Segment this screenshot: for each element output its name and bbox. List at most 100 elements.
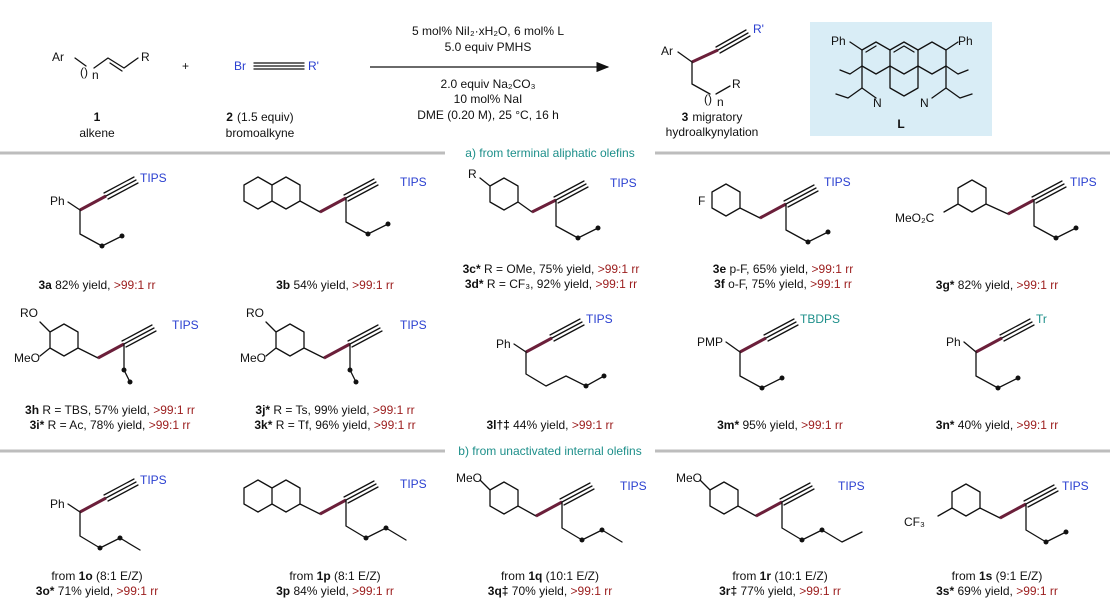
structure-3l: Ph TIPS [496,312,613,389]
tips-label: TIPS [838,479,865,493]
structure-3c-3d: R TIPS [468,167,637,241]
structure-3p: TIPS [243,477,427,541]
bromoalkyne-reactant: Br R' 2(1.5 equiv) bromoalkyne [226,59,319,140]
caption-3h: 3h R = TBS, 57% yield, >99:1 rr [25,403,195,417]
meo2c-label: MeO₂C [895,211,935,225]
caption-3l: 3l†‡ 44% yield, >99:1 rr [486,418,613,432]
meo-label: MeO [456,471,482,485]
structure-3e-3f: F TIPS [698,175,851,245]
structure-3m: PMP TBDPS [697,312,840,391]
caption-3q: 3q‡ 70% yield, >99:1 rr [488,584,612,598]
caption-3n: 3n* 40% yield, >99:1 rr [936,418,1058,432]
caption-3k: 3k* R = Tf, 96% yield, >99:1 rr [254,418,415,432]
ligand-ph2: Ph [958,34,973,48]
br-label: Br [234,59,246,73]
tips-label: TIPS [400,318,427,332]
section-a-title: a) from terminal aliphatic olefins [465,146,634,160]
structure-3s: CF₃ TIPS [904,479,1089,545]
caption-1s: from 1s (9:1 E/Z) [952,569,1043,583]
caption-3j: 3j* R = Ts, 99% yield, >99:1 rr [255,403,414,417]
ro-label: RO [20,306,38,320]
tips-label: TIPS [140,473,167,487]
ar-label: Ar [661,44,673,58]
rprime-label: R' [753,22,764,36]
structure-3o: Ph TIPS [50,473,167,551]
bromoalkyne-number-equiv: 2(1.5 equiv) [226,110,293,124]
caption-3i: 3i* R = Ac, 78% yield, >99:1 rr [30,418,191,432]
structure-3h-3i: RO MeO TIPS [14,306,199,385]
n-subscript: n [717,95,724,109]
tips-label: TIPS [400,175,427,189]
pmp-label: PMP [697,335,723,349]
caption-3o: 3o* 71% yield, >99:1 rr [36,584,158,598]
ar-label: Ar [52,50,64,64]
condition-above-2: 5.0 equiv PMHS [445,40,532,54]
caption-1r: from 1r (10:1 E/Z) [732,569,827,583]
tips-label: TIPS [400,477,427,491]
caption-3c: 3c* R = OMe, 75% yield, >99:1 rr [463,262,640,276]
alkene-number: 1 [94,110,101,124]
rprime-label: R' [308,59,319,73]
plus-sign: + [182,59,189,73]
ligand-label: L [897,117,904,131]
ligand-box: Ph Ph N N L [810,22,992,136]
structure-3j-3k: RO MeO TIPS [240,306,427,385]
caption-3b: 3b 54% yield, >99:1 rr [276,278,394,292]
product-name-line2: hydroalkynylation [666,125,759,139]
structure-3b: TIPS [243,175,427,237]
alkene-name: alkene [79,126,115,140]
ro-label: RO [246,306,264,320]
condition-below-3: DME (0.20 M), 25 °C, 16 h [417,108,559,122]
r-label: R [141,50,150,64]
tips-label: TIPS [824,175,851,189]
caption-3r: 3r‡ 77% yield, >99:1 rr [719,584,841,598]
caption-3d: 3d* R = CF₃, 92% yield, >99:1 rr [465,277,637,291]
ph-label: Ph [496,337,511,351]
structure-3q: MeO TIPS [456,471,647,543]
ligand-ph1: Ph [831,34,846,48]
r-label: R [468,167,477,181]
ph-label: Ph [50,497,65,511]
tips-label: TIPS [1070,175,1097,189]
tips-label: TIPS [1062,479,1089,493]
tr-label: Tr [1036,312,1047,326]
meo-label: MeO [676,471,702,485]
tips-label: TIPS [586,312,613,326]
structure-3a: Ph TIPS [50,171,167,249]
tips-label: TIPS [140,171,167,185]
tips-label: TIPS [620,479,647,493]
ligand-n1: N [873,96,882,110]
ligand-box-bg [810,22,992,136]
n-subscript: n [92,68,99,82]
section-b-title: b) from unactivated internal olefins [458,444,641,458]
caption-3g: 3g* 82% yield, >99:1 rr [936,278,1058,292]
ph-label: Ph [946,335,961,349]
alkene-reactant: Ar () n R 1 alkene [52,50,150,140]
cf3-label: CF₃ [904,515,925,529]
n-bracket: () [704,92,712,106]
tips-label: TIPS [610,176,637,190]
bromoalkyne-name: bromoalkyne [226,126,295,140]
condition-above-1: 5 mol% NiI₂·xH₂O, 6 mol% L [412,24,564,38]
meo-label: MeO [14,351,40,365]
tips-label: TIPS [172,318,199,332]
tbdps-label: TBDPS [800,312,840,326]
caption-3a: 3a 82% yield, >99:1 rr [38,278,155,292]
caption-3s: 3s* 69% yield, >99:1 rr [936,584,1058,598]
structure-3n: Ph Tr [946,312,1047,391]
structure-3g: MeO₂C TIPS [895,175,1097,241]
caption-1o: from 1o (8:1 E/Z) [51,569,142,583]
condition-below-1: 2.0 equiv Na₂CO₃ [441,77,536,91]
condition-below-2: 10 mol% NaI [454,92,523,106]
r-label: R [732,77,741,91]
caption-1q: from 1q (10:1 E/Z) [501,569,599,583]
structure-3r: MeO TIPS [676,471,865,543]
reaction-arrow-group: 5 mol% NiI₂·xH₂O, 6 mol% L 5.0 equiv PMH… [370,24,610,122]
ph-label: Ph [50,194,65,208]
f-label: F [698,194,705,208]
n-bracket: () [80,65,88,79]
caption-1p: from 1p (8:1 E/Z) [289,569,380,583]
